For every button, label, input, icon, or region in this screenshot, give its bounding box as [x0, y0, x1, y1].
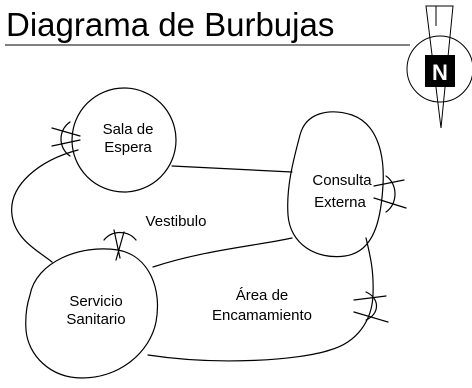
diagram-title: Diagrama de Burbujas — [6, 6, 334, 43]
access-marker-encamamiento — [353, 291, 389, 323]
path-sala-consulta — [171, 165, 293, 173]
zone-label-area-line1: Área de — [236, 287, 289, 304]
path-sanitario-consulta — [152, 237, 293, 268]
access-marker-consulta — [373, 175, 407, 213]
bubble-label-line1: Sala de — [103, 121, 154, 138]
path-sala-sanitario — [11, 149, 79, 263]
north-arrow-circle — [406, 35, 472, 103]
access-marker-sala — [51, 121, 81, 157]
circulation-paths — [11, 149, 374, 362]
bubble-label-line2: Espera — [104, 139, 152, 156]
access-marker-sanitario — [103, 229, 137, 261]
zone-label-vestibulo: Vestibulo — [146, 213, 207, 230]
north-arrow-letter: N — [432, 60, 448, 85]
bubble-servicio-sanitario: Servicio Sanitario — [25, 248, 159, 379]
bubble-outline — [25, 248, 159, 379]
bubble-label-line1: Servicio — [69, 293, 122, 310]
access-markers — [51, 121, 407, 323]
bubble-sala-de-espera: Sala de Espera — [71, 87, 177, 193]
bubble-outline — [287, 111, 384, 258]
bubble-label-line2: Externa — [314, 194, 366, 211]
bubble-outline — [71, 87, 177, 193]
zone-label-area-line2: Encamamiento — [212, 307, 312, 324]
north-arrow-icon: N — [406, 5, 472, 129]
path-sanitario-encamamiento — [147, 237, 374, 362]
north-arrow-badge — [425, 55, 455, 87]
bubble-consulta-externa: Consulta Externa — [287, 111, 384, 258]
bubble-label-line2: Sanitario — [66, 311, 125, 328]
bubble-label-line1: Consulta — [312, 172, 372, 189]
